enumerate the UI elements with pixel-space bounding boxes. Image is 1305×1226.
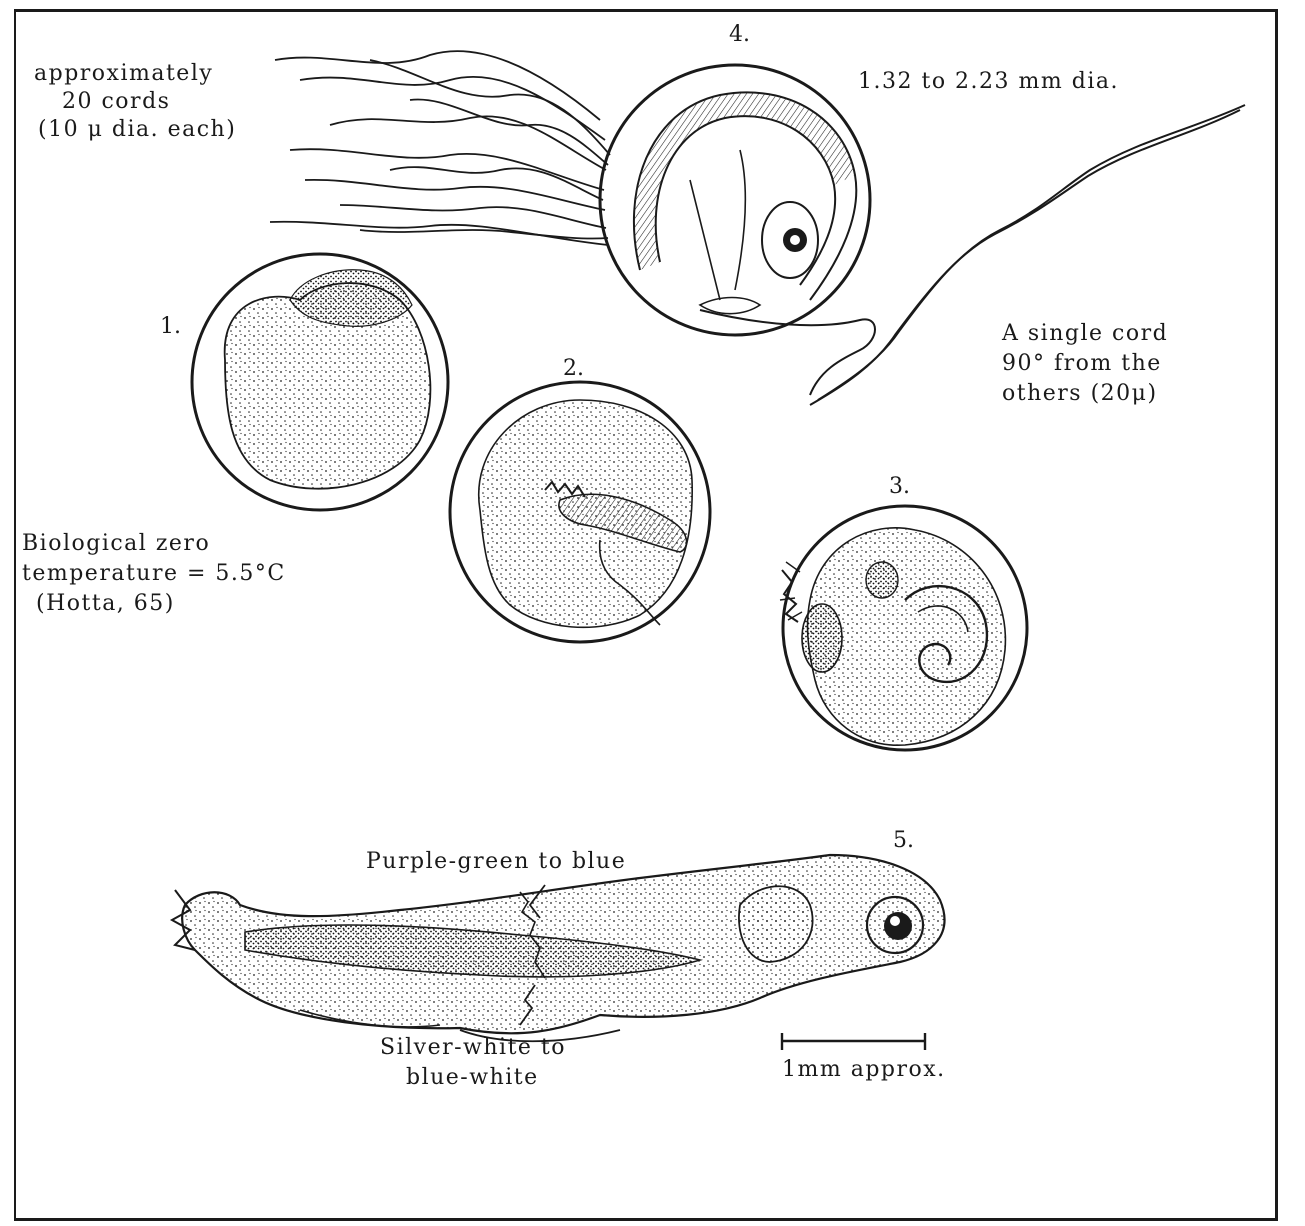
stage-label-4: 4. [729,22,750,47]
egg-stage-3 [780,506,1027,750]
ventral-color-note-line-2: blue-white [406,1064,539,1091]
larva-stage-5 [172,855,944,1041]
single-cord [700,105,1245,405]
egg-stage-2 [450,382,710,642]
biological-zero-line-1: Biological zero [22,530,210,557]
single-cord-note-line-1: A single cord [1002,320,1168,347]
biological-zero-line-3: (Hotta, 65) [36,590,175,617]
stage-label-2: 2. [563,356,584,381]
egg-stage-4 [600,65,870,335]
cords-note-line-3: (10 μ dia. each) [38,116,236,143]
scale-bar [782,1033,925,1050]
biological-zero-line-2: temperature = 5.5°C [22,560,286,587]
stage-label-1: 1. [160,314,181,339]
dorsal-color-note: Purple-green to blue [366,848,626,875]
egg-cords-bundle [270,51,610,245]
single-cord-note-line-2: 90° from the [1002,350,1162,377]
egg-stage-1 [192,254,448,510]
egg-diameter-note: 1.32 to 2.23 mm dia. [858,68,1119,95]
stage-label-5: 5. [893,828,914,853]
cords-note-line-1: approximately [34,60,213,87]
ventral-color-note-line-1: Silver-white to [380,1034,566,1061]
cords-note-line-2: 20 cords [62,88,170,115]
stage-label-3: 3. [889,474,910,499]
single-cord-note-line-3: others (20μ) [1002,380,1158,407]
scale-bar-label: 1mm approx. [782,1056,946,1083]
